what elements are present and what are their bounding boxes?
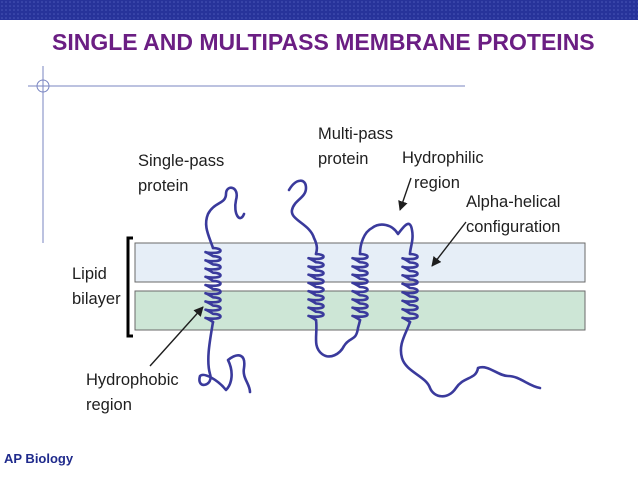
svg-text:Lipid: Lipid: [72, 265, 107, 283]
svg-text:protein: protein: [318, 150, 368, 168]
lipid-bilayer-label: Lipid bilayer: [72, 265, 121, 308]
alpha-helical-label: Alpha-helical configuration: [466, 193, 560, 236]
top-banner: [0, 0, 638, 20]
multi-pass-n-terminus: [287, 179, 319, 256]
svg-text:Single-pass: Single-pass: [138, 152, 224, 170]
svg-text:Multi-pass: Multi-pass: [318, 125, 393, 143]
svg-text:configuration: configuration: [466, 218, 560, 236]
slide-title: SINGLE AND MULTIPASS MEMBRANE PROTEINS: [52, 29, 595, 55]
multi-pass-c-terminus: [399, 320, 542, 398]
hydrophilic-region-label: Hydrophilic region: [402, 149, 484, 192]
single-pass-protein-bottom-tail: [198, 320, 252, 394]
multi-pass-protein-label: Multi-pass protein: [318, 125, 393, 168]
svg-text:Alpha-helical: Alpha-helical: [466, 193, 560, 211]
single-pass-helix: [204, 246, 222, 324]
multi-pass-extracellular-loop: [358, 222, 414, 256]
course-footer: AP Biology: [4, 451, 74, 466]
multi-pass-helix-3: [401, 252, 419, 324]
multi-pass-intracellular-loop-1: [314, 318, 362, 358]
svg-text:protein: protein: [138, 177, 188, 195]
svg-text:Hydrophilic: Hydrophilic: [402, 149, 484, 167]
multi-pass-helix-1: [307, 252, 325, 322]
svg-text:Hydrophobic: Hydrophobic: [86, 371, 179, 389]
single-pass-protein-top-loop: [204, 186, 246, 250]
hydrophilic-arrow: [398, 177, 412, 211]
alpha-helical-arrow: [431, 221, 467, 267]
multi-pass-helix-2: [351, 252, 369, 322]
crosshair-ornament: [35, 78, 51, 94]
hydrophobic-arrow: [149, 306, 204, 367]
bilayer-bracket: [126, 236, 133, 338]
svg-text:region: region: [86, 396, 132, 414]
svg-text:bilayer: bilayer: [72, 290, 121, 308]
single-pass-protein-label: Single-pass protein: [138, 152, 224, 195]
svg-text:region: region: [414, 174, 460, 192]
hydrophobic-region-label: Hydrophobic region: [86, 371, 179, 414]
